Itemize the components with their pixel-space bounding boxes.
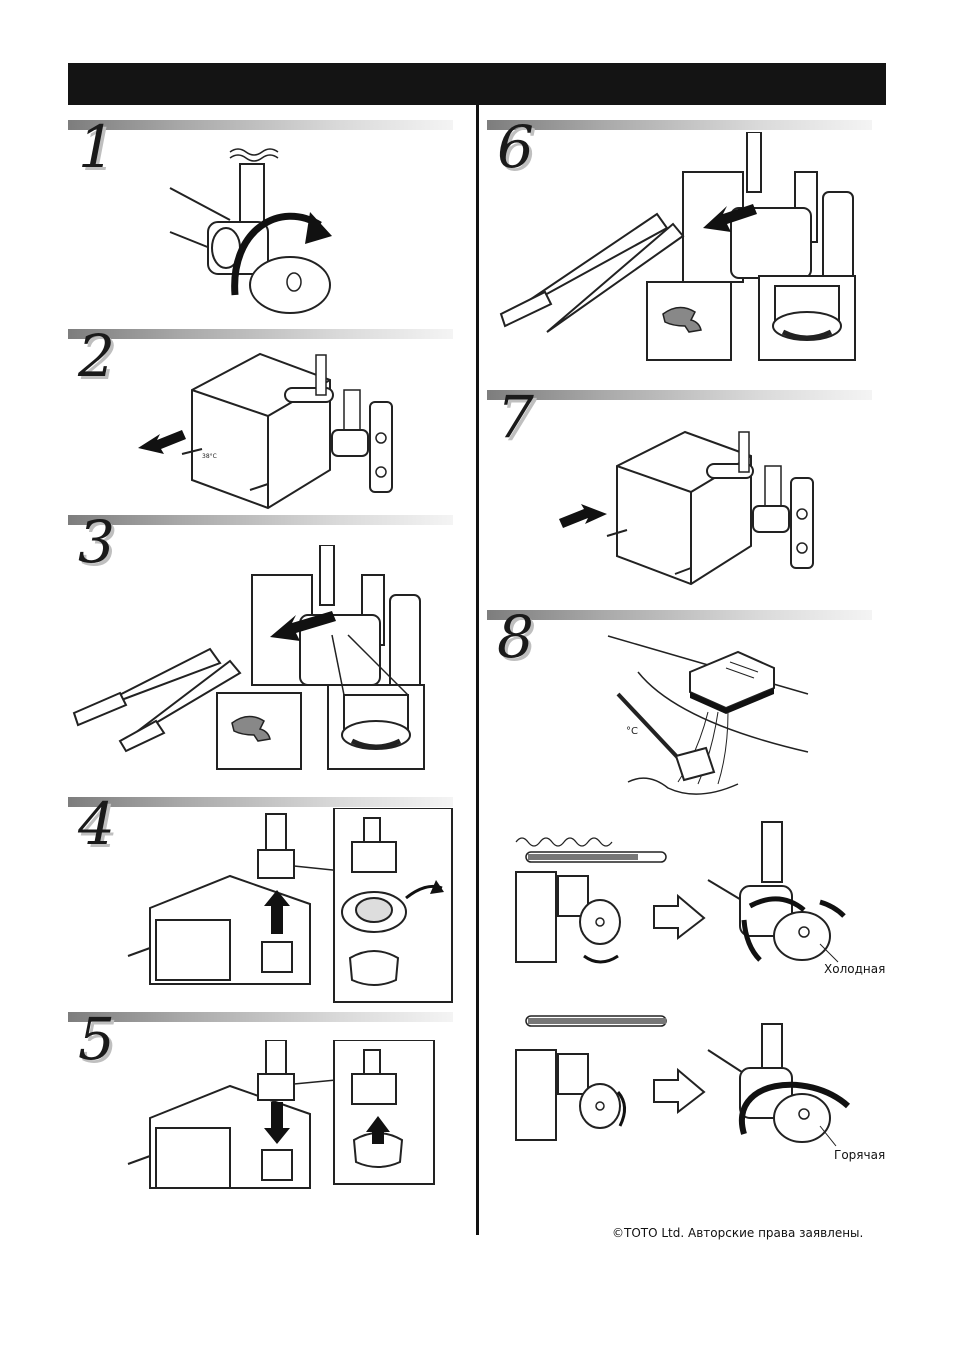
- step-5-illustration: [120, 1040, 440, 1190]
- step-1-number: 1: [78, 118, 115, 176]
- step-2-number: 2: [78, 327, 115, 385]
- step-8-faucet-illustration: °C: [598, 632, 818, 822]
- step-7-band: [487, 390, 872, 400]
- step-4-illustration: [120, 808, 455, 1006]
- step-8-band: [487, 610, 872, 620]
- step-3-band: [68, 515, 453, 525]
- copyright-notice: ©TOTO Ltd. Авторские права заявлены.: [612, 1226, 863, 1240]
- step-6-band: [487, 120, 872, 130]
- step-1-illustration: [160, 140, 380, 320]
- step-1-band: [68, 120, 453, 130]
- step-5-band: [68, 1012, 453, 1022]
- step-7-illustration: [555, 428, 830, 593]
- step-4-band: [68, 797, 453, 807]
- thermometer-unit-text: °C: [626, 726, 638, 737]
- step-3-illustration: [70, 545, 435, 775]
- header-bar: [68, 63, 886, 105]
- cold-label: Холодная: [824, 962, 885, 976]
- step-7-number: 7: [497, 388, 534, 446]
- step-8-cold-illustration: [508, 812, 878, 972]
- step-2-band: [68, 329, 453, 339]
- column-divider: [476, 105, 479, 1235]
- step-4-number: 4: [78, 795, 115, 853]
- step-8-hot-illustration: [508, 1010, 878, 1160]
- hot-label: Горячая: [834, 1148, 885, 1162]
- step-2-illustration: 38°C: [130, 350, 420, 520]
- step-6-illustration: [497, 132, 862, 364]
- cover-temp-text: 38°C: [202, 453, 217, 460]
- step-5-number: 5: [78, 1010, 115, 1068]
- step-8-number: 8: [497, 608, 534, 666]
